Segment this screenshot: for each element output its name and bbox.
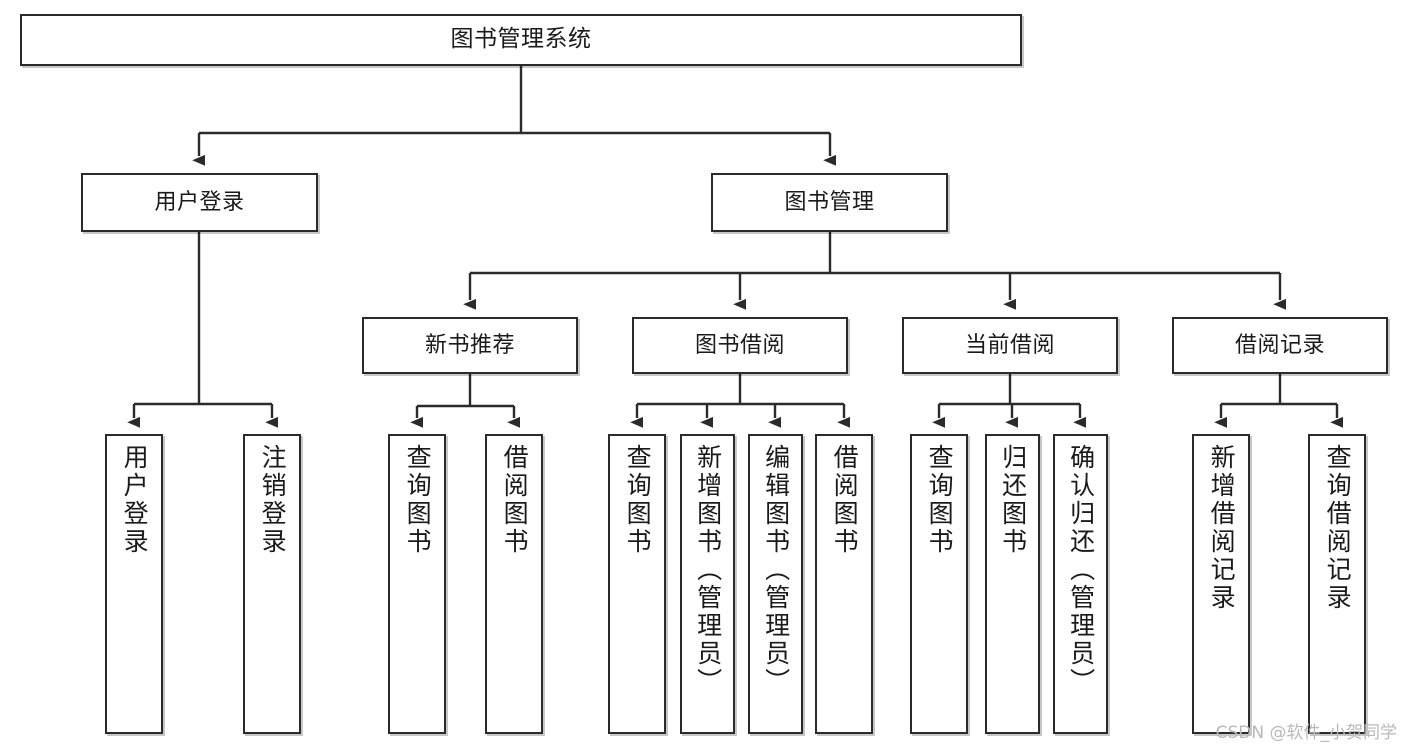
node-leaf-query-book-3[interactable]: 查询图书: [910, 434, 968, 734]
node-book-manage[interactable]: 图书管理: [711, 173, 948, 232]
node-leaf-query-record[interactable]: 查询借阅记录: [1308, 434, 1366, 734]
node-leaf-borrow-book-2[interactable]: 借阅图书: [815, 434, 873, 734]
node-user-login-label: 用户登录: [154, 189, 245, 215]
node-leaf-edit-book-label: 编辑图书（管理员）: [761, 444, 791, 696]
node-root[interactable]: 图书管理系统: [20, 14, 1022, 66]
node-leaf-user-login[interactable]: 用户登录: [105, 434, 163, 734]
node-borrow-record[interactable]: 借阅记录: [1172, 317, 1388, 374]
node-root-label: 图书管理系统: [450, 26, 592, 53]
node-current-borrow[interactable]: 当前借阅: [902, 317, 1118, 374]
node-leaf-borrow-book-1-label: 借阅图书: [500, 444, 530, 556]
node-book-borrow[interactable]: 图书借阅: [632, 317, 848, 374]
node-new-book-rec[interactable]: 新书推荐: [362, 317, 578, 374]
node-leaf-add-book[interactable]: 新增图书（管理员）: [680, 434, 735, 734]
node-leaf-user-logout-label: 注销登录: [258, 444, 288, 556]
node-leaf-user-logout[interactable]: 注销登录: [243, 434, 301, 734]
node-leaf-query-book-1-label: 查询图书: [403, 444, 433, 556]
node-leaf-add-record-label: 新增借阅记录: [1207, 444, 1237, 612]
node-leaf-return-book[interactable]: 归还图书: [985, 434, 1040, 734]
node-leaf-query-book-3-label: 查询图书: [925, 444, 955, 556]
node-leaf-user-login-label: 用户登录: [120, 444, 150, 556]
node-leaf-confirm-return[interactable]: 确认归还（管理员）: [1053, 434, 1108, 734]
node-user-login[interactable]: 用户登录: [81, 173, 318, 232]
node-book-borrow-label: 图书借阅: [694, 332, 785, 358]
node-leaf-return-book-label: 归还图书: [998, 444, 1028, 556]
node-leaf-query-book-2-label: 查询图书: [623, 444, 653, 556]
node-current-borrow-label: 当前借阅: [964, 332, 1055, 358]
node-leaf-edit-book[interactable]: 编辑图书（管理员）: [748, 434, 803, 734]
node-leaf-query-record-label: 查询借阅记录: [1323, 444, 1353, 612]
node-leaf-confirm-return-label: 确认归还（管理员）: [1066, 444, 1096, 696]
node-leaf-borrow-book-1[interactable]: 借阅图书: [485, 434, 543, 734]
node-borrow-record-label: 借阅记录: [1234, 332, 1325, 358]
node-new-book-rec-label: 新书推荐: [424, 332, 515, 358]
node-book-manage-label: 图书管理: [784, 189, 875, 215]
node-leaf-query-book-2[interactable]: 查询图书: [608, 434, 666, 734]
watermark: CSDN @软件_小贺同学: [1215, 723, 1397, 743]
node-leaf-borrow-book-2-label: 借阅图书: [830, 444, 860, 556]
node-leaf-add-book-label: 新增图书（管理员）: [693, 444, 723, 696]
node-leaf-add-record[interactable]: 新增借阅记录: [1192, 434, 1250, 734]
node-leaf-query-book-1[interactable]: 查询图书: [388, 434, 446, 734]
